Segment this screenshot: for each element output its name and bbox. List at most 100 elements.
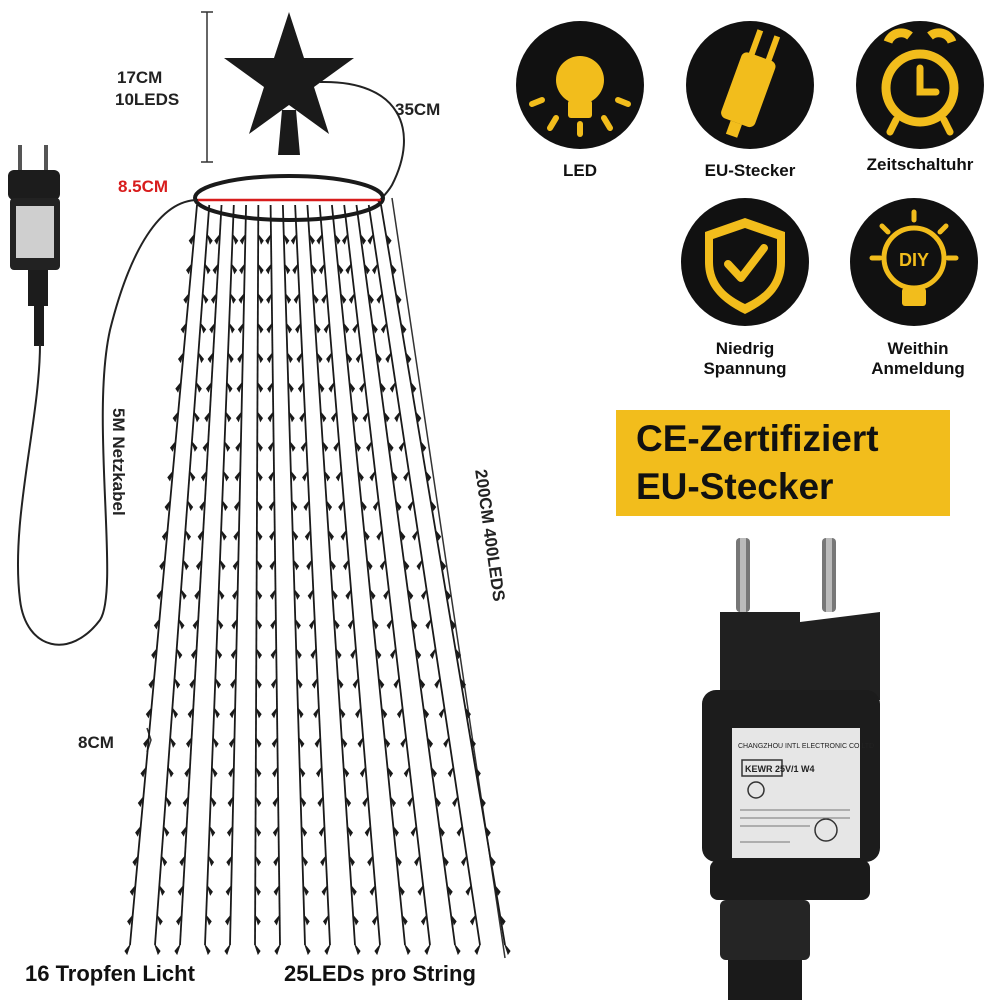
led-drop — [343, 767, 350, 778]
led-drop — [443, 737, 450, 748]
led-drop — [257, 293, 264, 304]
led-drop — [318, 826, 325, 837]
led-strand — [306, 204, 356, 946]
led-drop — [274, 944, 281, 956]
led-drop — [219, 559, 226, 571]
led-drop — [329, 559, 336, 571]
led-drop — [283, 234, 290, 245]
led-drop — [218, 589, 225, 600]
led-drop — [197, 530, 204, 541]
led-drop — [177, 885, 184, 896]
led-drop — [255, 619, 263, 630]
led-drop — [256, 500, 263, 512]
led-drop — [398, 441, 405, 452]
led-drop — [210, 796, 217, 808]
led-drop — [403, 559, 410, 571]
led-drop — [401, 915, 408, 926]
led-drop — [145, 707, 152, 719]
led-drop — [182, 559, 189, 571]
led-drop — [270, 648, 277, 660]
led-drop — [469, 915, 477, 926]
led-strand — [343, 204, 431, 946]
led-drop — [378, 678, 385, 689]
led-drop — [318, 382, 325, 393]
led-drop — [206, 885, 213, 896]
led-drop — [316, 352, 323, 364]
led-drop — [391, 471, 398, 482]
led-drop — [269, 530, 276, 541]
led-drop — [174, 678, 181, 689]
led-drop — [169, 737, 176, 748]
led-drop — [316, 234, 323, 245]
led-drop — [300, 826, 308, 837]
led-drop — [288, 411, 295, 423]
led-drop — [335, 648, 342, 660]
shield-check-icon — [705, 218, 785, 314]
led-drop — [339, 707, 346, 719]
led-drop — [268, 471, 275, 482]
led-drop — [367, 234, 374, 245]
led-drop — [302, 471, 309, 482]
led-drop — [322, 915, 330, 926]
led-drop — [186, 737, 193, 748]
led-drop — [379, 559, 386, 571]
led-drop — [176, 648, 183, 660]
led-drop — [191, 441, 198, 452]
led-drop — [227, 352, 234, 364]
led-drop — [213, 707, 220, 719]
led-drop — [269, 559, 276, 571]
led-drop — [464, 707, 471, 719]
led-drop — [348, 855, 355, 867]
led-drop — [425, 619, 432, 630]
led-drop — [310, 263, 317, 275]
led-drop — [311, 678, 318, 689]
remote-feature-circle — [850, 198, 978, 326]
led-drop — [257, 263, 264, 275]
led-drop — [296, 352, 303, 364]
led-drop — [164, 500, 171, 512]
feature-label-led: LED — [563, 161, 597, 180]
led-drop — [340, 530, 347, 541]
led-drop — [229, 293, 236, 304]
led-drop — [375, 352, 382, 364]
led-drop — [434, 678, 441, 689]
star-cable-label: 35CM — [395, 100, 441, 119]
led-drop — [304, 530, 311, 541]
led-drop — [381, 707, 388, 719]
led-drop — [337, 263, 344, 275]
led-drop — [127, 915, 134, 926]
adapter-company-text: CHANGZHOU INTL ELECTRONIC CO LTD — [738, 743, 874, 750]
led-drop — [425, 471, 432, 482]
led-drop — [187, 707, 194, 719]
led-drop — [407, 796, 414, 808]
led-drop — [394, 411, 401, 423]
led-drop — [204, 944, 211, 956]
led-drop — [176, 915, 183, 926]
led-drop — [449, 619, 457, 630]
led-strand — [154, 204, 211, 946]
led-drop — [321, 885, 328, 896]
led-drop — [395, 500, 402, 512]
led-drop — [207, 855, 215, 867]
led-drop — [371, 323, 378, 334]
led-drop — [334, 234, 341, 245]
led-drop — [504, 944, 511, 956]
led-drop — [221, 500, 228, 512]
led-drop — [169, 441, 177, 452]
led-drop — [494, 885, 501, 896]
led-drop — [232, 234, 239, 245]
led-drop — [416, 559, 423, 571]
led-drop — [269, 589, 276, 600]
ring-diameter-label: 8.5CM — [118, 177, 169, 196]
led-drop — [350, 648, 357, 660]
led-drop — [135, 826, 142, 837]
led-drop — [192, 619, 199, 630]
led-drop — [314, 737, 321, 748]
led-drop — [214, 234, 221, 245]
led-drop — [405, 352, 412, 364]
led-strand — [179, 204, 223, 946]
svg-text:DIY: DIY — [899, 250, 929, 270]
led-drop — [212, 263, 219, 275]
led-drop — [359, 382, 366, 393]
